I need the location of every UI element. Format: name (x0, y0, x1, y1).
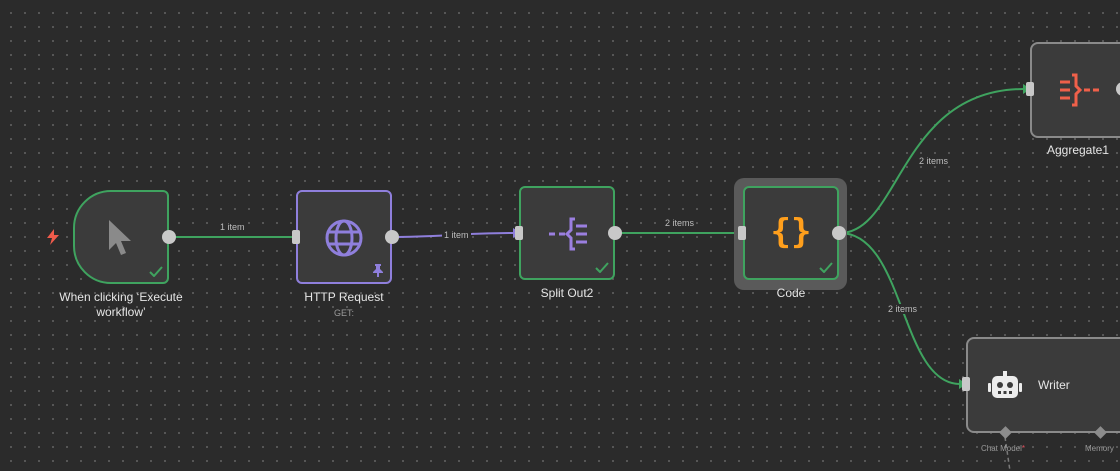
node-writer[interactable]: Writer (966, 337, 1120, 433)
node-http-request[interactable] (296, 190, 392, 284)
memory-label: Memory (1085, 444, 1114, 453)
edge-label: 2 items (917, 156, 951, 166)
input-port[interactable] (292, 230, 300, 244)
edge-label: 2 items (886, 304, 920, 314)
input-port[interactable] (515, 226, 523, 240)
robot-icon (988, 371, 1022, 398)
node-label: Code (776, 286, 806, 300)
success-check-icon (149, 266, 163, 277)
node-label: Aggregate1 (1046, 143, 1110, 157)
cursor-icon (109, 220, 131, 255)
node-subtitle: GET: (333, 308, 354, 318)
output-port[interactable] (385, 230, 399, 244)
success-check-icon (819, 262, 833, 273)
node-split-out[interactable] (519, 186, 615, 280)
lightning-icon (47, 229, 59, 245)
chat-model-label: Chat Model* (981, 444, 1026, 453)
edge-label: 2 items (663, 218, 697, 228)
node-trigger[interactable] (73, 190, 169, 284)
success-check-icon (595, 262, 609, 273)
output-port[interactable] (608, 226, 622, 240)
split-out-icon (549, 217, 587, 251)
output-port[interactable] (1116, 82, 1120, 96)
input-port[interactable] (962, 377, 970, 391)
connection-code-aggregate[interactable] (839, 88, 1025, 234)
output-port[interactable] (162, 230, 176, 244)
chat-model-link (1004, 436, 1011, 471)
input-port[interactable] (738, 226, 746, 240)
node-title: Writer (1038, 378, 1070, 392)
node-code[interactable]: {} (743, 186, 839, 280)
output-port[interactable] (832, 226, 846, 240)
node-label: HTTP Request (304, 290, 384, 304)
globe-icon (325, 219, 363, 257)
edge-label: 1 item (218, 222, 247, 232)
node-label: Split Out2 (540, 286, 594, 300)
edge-label: 1 item (442, 230, 471, 240)
node-label: When clicking ‘Execute workflow’ (59, 290, 183, 319)
aggregate-icon (1060, 73, 1099, 107)
pin-icon (373, 264, 383, 277)
code-braces-icon: {} (770, 212, 812, 252)
node-aggregate[interactable] (1030, 42, 1120, 138)
input-port[interactable] (1026, 82, 1034, 96)
